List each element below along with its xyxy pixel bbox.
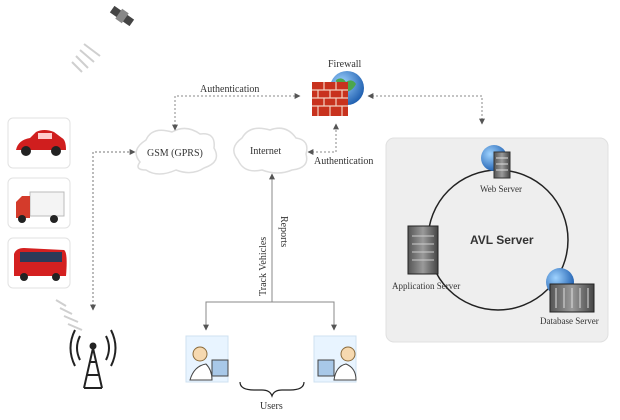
authentication-label-top: Authentication: [200, 84, 259, 95]
users-label: Users: [260, 401, 283, 412]
reports-label: Reports: [278, 216, 289, 247]
gsm-label: GSM (GPRS): [147, 148, 203, 159]
satellite-signal-icon: [71, 43, 101, 73]
application-server-label: Application Server: [392, 281, 460, 291]
database-server-icon: [546, 268, 595, 313]
web-server-label: Web Server: [480, 184, 522, 194]
firewall-label: Firewall: [328, 59, 362, 70]
truck-icon: [16, 191, 65, 223]
auth-link-top: [172, 93, 301, 131]
vehicle-card-truck: [7, 177, 71, 229]
web-server-icon: [481, 145, 511, 179]
satellite-icon: [109, 5, 135, 27]
authentication-label-right: Authentication: [314, 156, 373, 167]
tower-signal-icon: [55, 299, 83, 331]
users-branch: [203, 301, 337, 331]
auth-link-right: [307, 123, 339, 155]
car-icon: [16, 130, 66, 156]
application-server-icon: [407, 225, 439, 275]
vehicle-gsm-link: [90, 149, 136, 311]
vehicle-card-bus: [7, 237, 71, 289]
track-vehicles-label: Track Vehicles: [258, 237, 269, 296]
user-workstation-left: [185, 335, 229, 383]
vehicle-card-car: [7, 117, 71, 169]
firewall-icon: [312, 71, 364, 116]
user-workstation-right: [313, 335, 357, 383]
internet-label: Internet: [250, 146, 281, 157]
bus-icon: [14, 248, 67, 281]
firewall-avl-link: [367, 93, 485, 125]
cell-tower-icon: [69, 329, 117, 389]
users-brace: [239, 381, 305, 398]
internet-cloud: [233, 127, 308, 174]
gsm-cloud: [135, 127, 218, 175]
avl-server-title: AVL Server: [470, 233, 534, 247]
database-server-label: Database Server: [540, 316, 599, 326]
